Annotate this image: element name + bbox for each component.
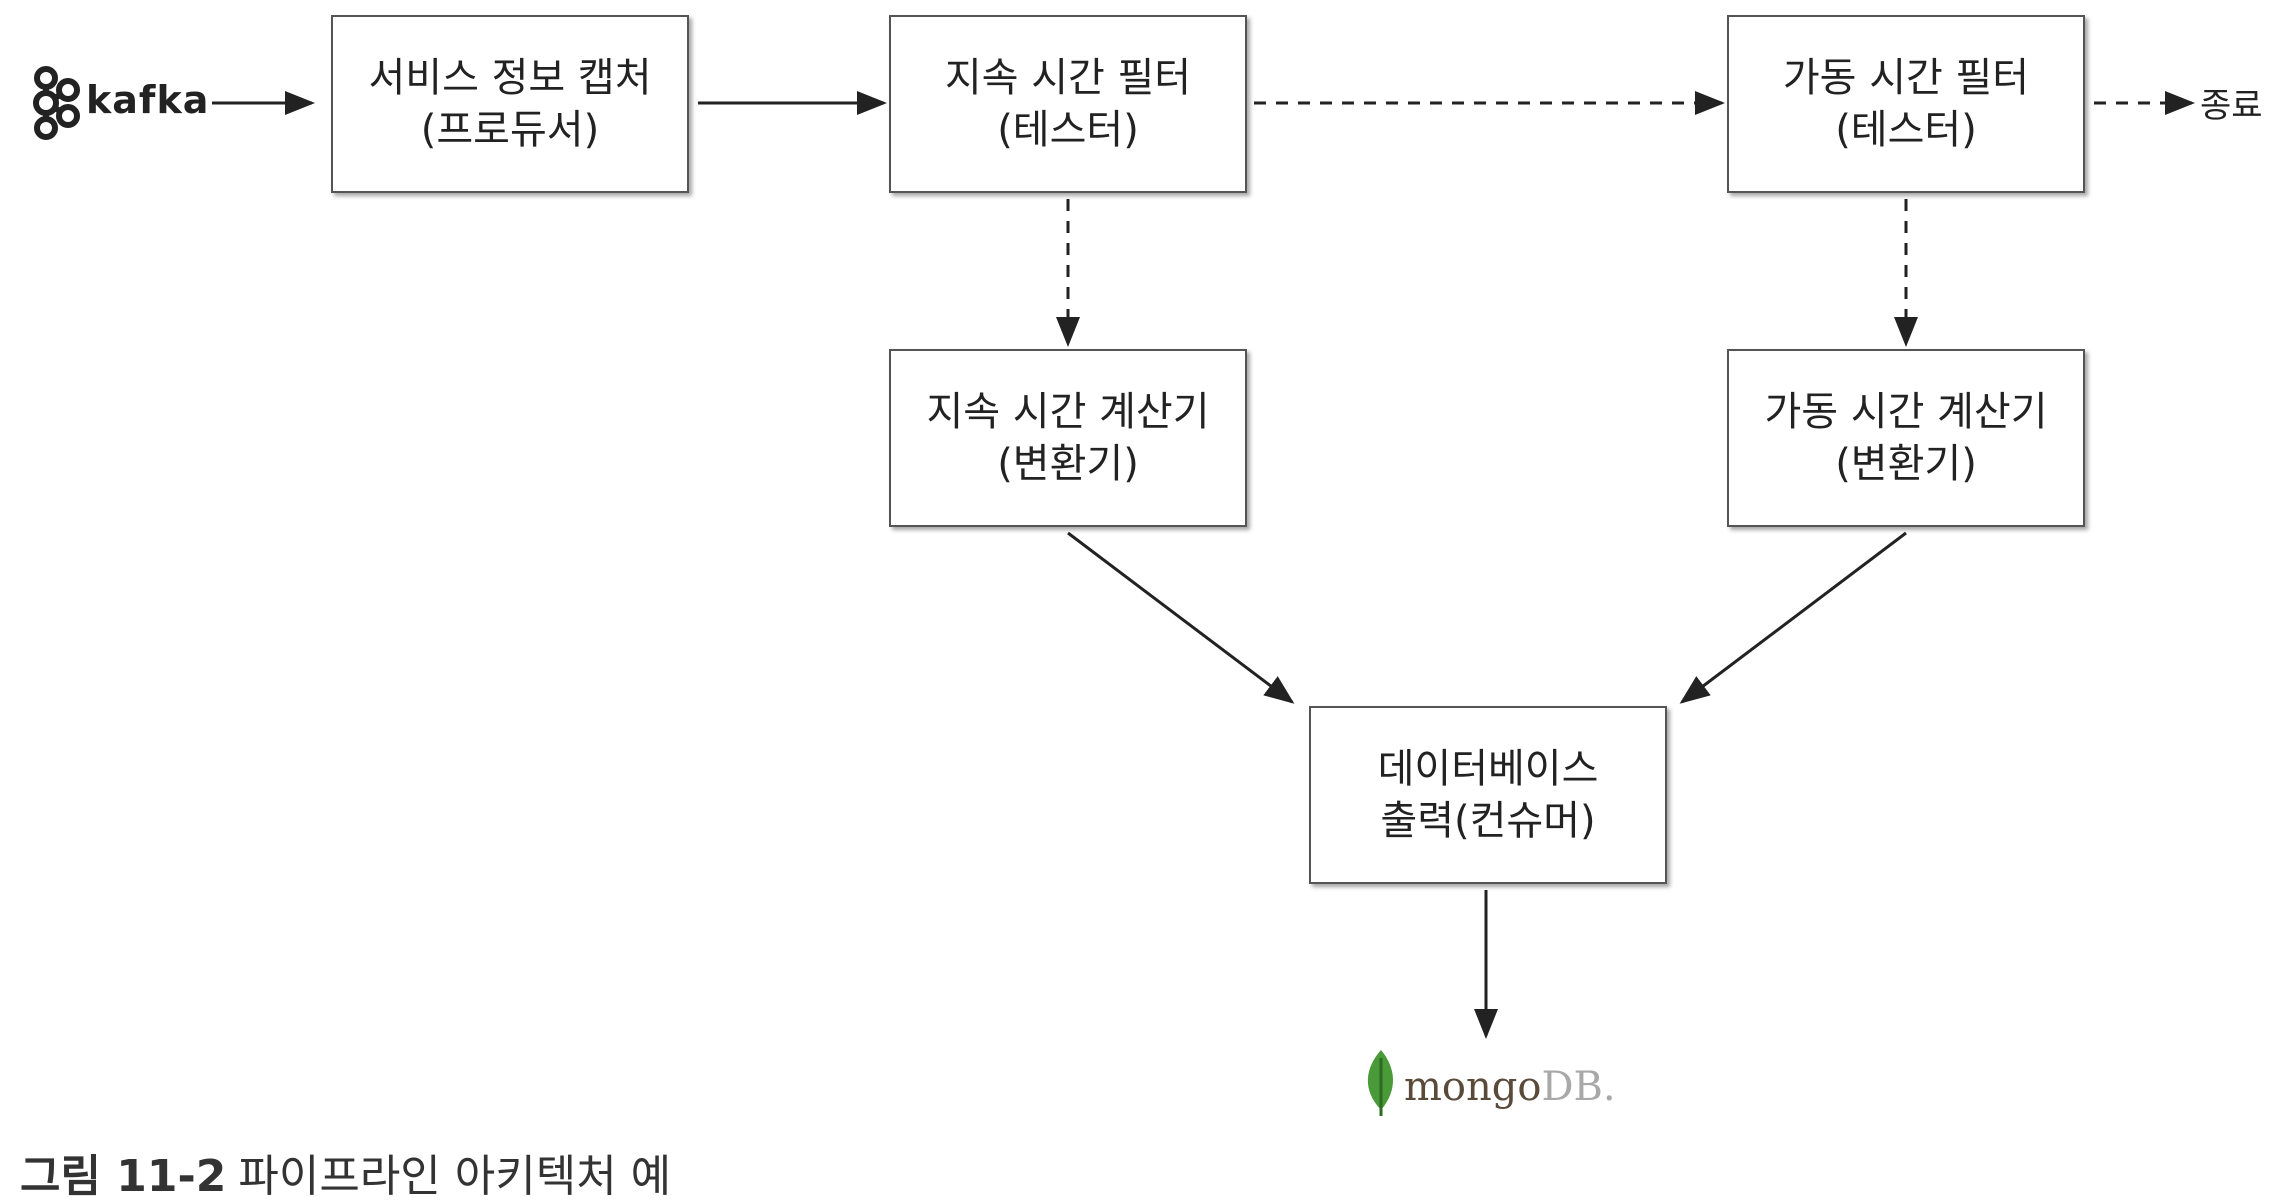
box-subtitle: (테스터) (997, 107, 1139, 153)
box-title: 가동 시간 필터 (1782, 55, 2030, 101)
duration-filter-tester-box: 지속 시간 필터 (테스터) (889, 15, 1247, 193)
kafka-logo-icon (33, 66, 80, 140)
box-title: 데이터베이스 (1377, 746, 1599, 792)
uptime-filter-tester-box: 가동 시간 필터 (테스터) (1727, 15, 2085, 193)
box-subtitle: (변환기) (997, 441, 1139, 487)
box-subtitle: (테스터) (1835, 107, 1977, 153)
database-output-consumer-box: 데이터베이스 출력(컨슈머) (1309, 706, 1667, 884)
box-title: 가동 시간 계산기 (1764, 389, 2048, 435)
mongodb-wordmark-mongo: mongo (1404, 1064, 1542, 1110)
box-title: 서비스 정보 캡처 (368, 55, 652, 101)
service-capture-producer-box: 서비스 정보 캡처 (프로듀서) (331, 15, 689, 193)
box-title: 지속 시간 필터 (944, 55, 1192, 101)
mongodb-wordmark-db: DB. (1541, 1064, 1616, 1110)
box-subtitle: (프로듀서) (420, 107, 600, 153)
figure-caption-text: 파이프라인 아키텍처 예 (238, 1151, 672, 1202)
end-label: 종료 (2200, 86, 2263, 126)
mongodb-leaf-icon (1367, 1050, 1394, 1116)
uptime-calculator-transformer-box: 가동 시간 계산기 (변환기) (1727, 349, 2085, 527)
kafka-wordmark: kafka (86, 78, 210, 122)
box-title: 지속 시간 계산기 (926, 389, 1210, 435)
arrow-duration-calc-to-db (1067, 531, 1295, 704)
arrow-uptime-calc-to-db (1679, 531, 1907, 704)
duration-calculator-transformer-box: 지속 시간 계산기 (변환기) (889, 349, 1247, 527)
box-subtitle: 출력(컨슈머) (1380, 798, 1596, 844)
box-subtitle: (변환기) (1835, 441, 1977, 487)
mongodb-wordmark: mongoDB. (1404, 1064, 1616, 1110)
figure-number: 그림 11-2 (20, 1151, 227, 1202)
